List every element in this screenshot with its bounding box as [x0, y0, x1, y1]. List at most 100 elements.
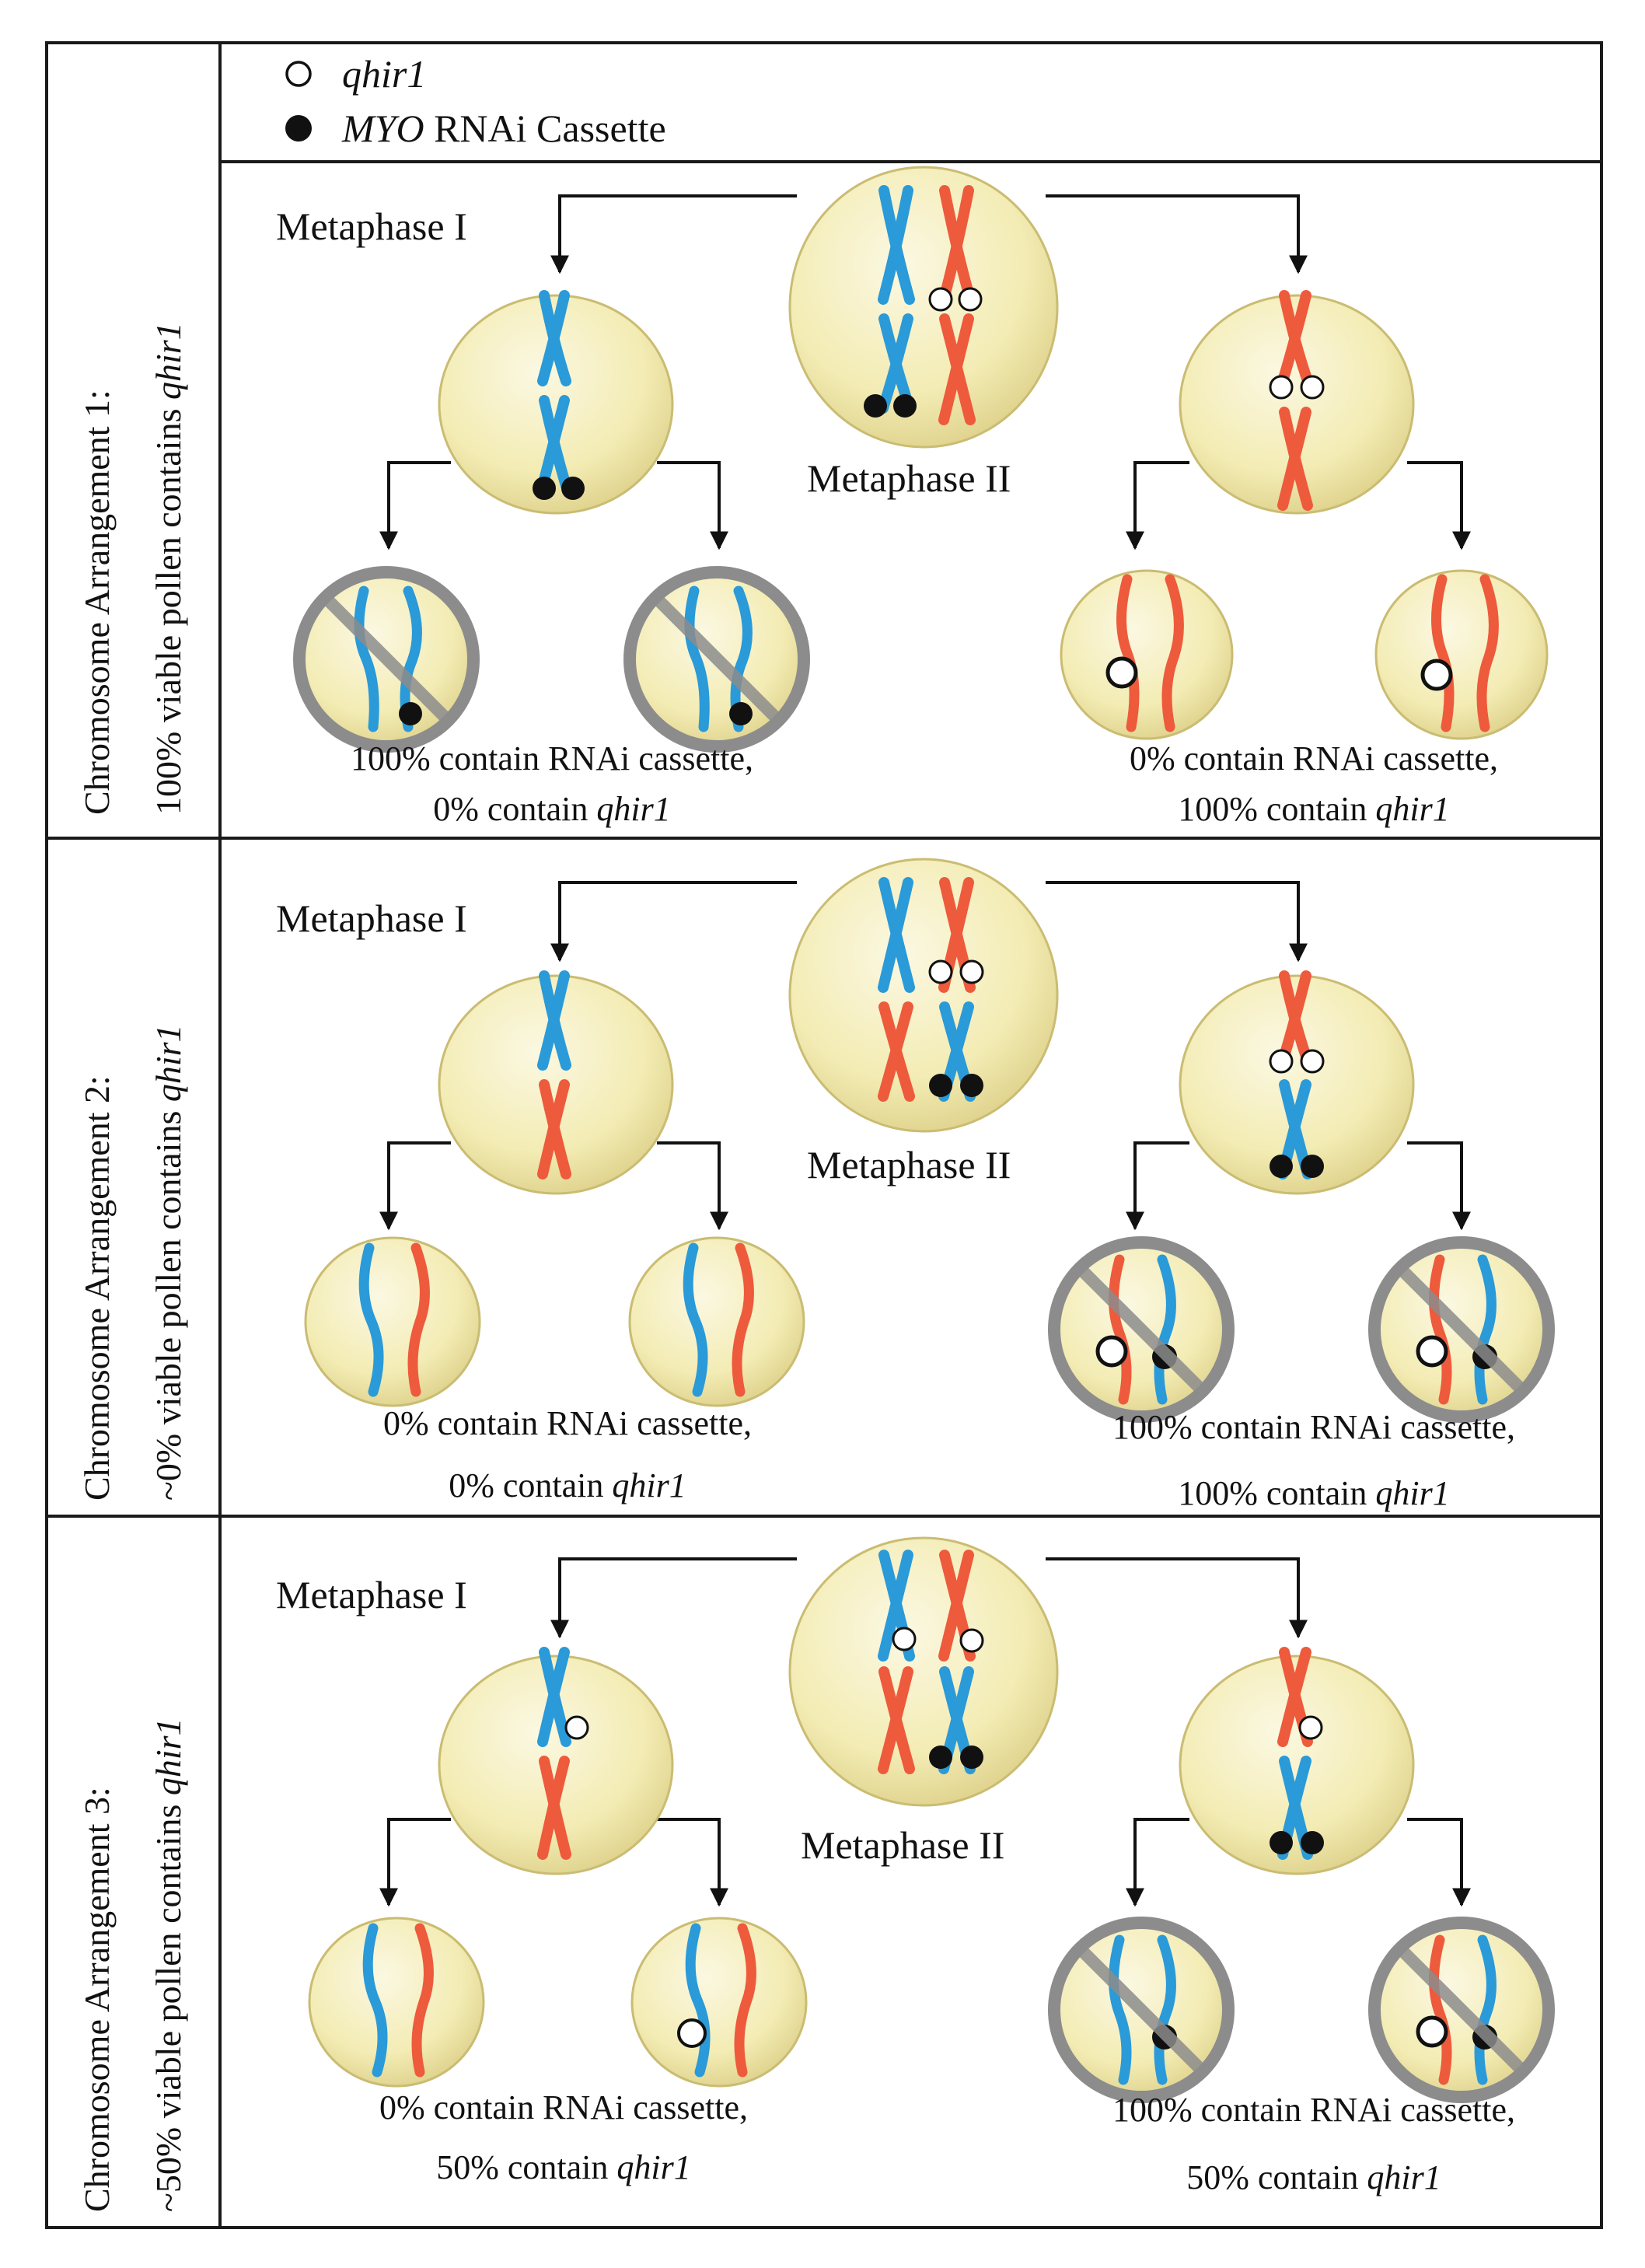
panel-1-right-result-line2: 100% contain qhir1 — [1178, 790, 1450, 828]
panel-3-pollen-1-viable — [308, 1917, 485, 2088]
blue-chromosome — [358, 1242, 384, 1397]
panel-1-pollen-1-inviable — [293, 566, 480, 753]
panel-2-right-result-line2-italic: qhir1 — [1375, 1474, 1449, 1512]
panel-1-left-result-line1: 100% contain RNAi cassette, — [351, 739, 753, 778]
panel-1-arrows — [379, 194, 1471, 550]
inviable-slash — [1396, 1945, 1526, 2074]
panel-1-side-sublabel-text: 100% viable pollen contains — [148, 400, 188, 815]
blue-chromosome — [683, 1242, 708, 1397]
rnai-marker — [561, 477, 585, 500]
legend-filled-circle-icon — [285, 115, 312, 142]
red-chromosome — [1109, 1254, 1132, 1405]
qhir1-marker — [1416, 2015, 1448, 2048]
blue-chromosome — [878, 185, 915, 305]
inviable-slash — [1396, 1264, 1526, 1394]
panel-2-side-sublabel: ~0% viable pollen contains qhir1 — [148, 1024, 188, 1501]
red-chromosome — [537, 1079, 571, 1179]
panel-2-parent-cell — [788, 858, 1059, 1133]
blue-chromosome — [1154, 1934, 1176, 2085]
panel-3-parent-cell — [788, 1536, 1059, 1807]
red-chromosome — [407, 1242, 430, 1397]
panel-1-right-result-line1: 0% contain RNAi cassette, — [1130, 739, 1498, 778]
panel-3-right-result-line2-italic: qhir1 — [1367, 2158, 1441, 2196]
panel-1-parent-cell — [788, 166, 1059, 449]
rnai-marker — [960, 1074, 983, 1097]
red-chromosome — [1431, 574, 1455, 732]
legend-rnai-text: RNAi Cassette — [424, 107, 666, 150]
panel-1-right-cell — [1179, 290, 1415, 515]
red-chromosome — [878, 1666, 915, 1774]
rnai-marker — [929, 1074, 952, 1097]
panel-3-right-cell — [1179, 1647, 1415, 1875]
panel-3-pollen-2-viable — [630, 1917, 808, 2088]
panel-3-side-sublabel-italic: qhir1 — [148, 1718, 188, 1795]
red-chromosome — [1277, 407, 1313, 511]
panel-3-left-result-line2-text: 50% contain — [436, 2148, 616, 2186]
panel-2-left-result-line1: 0% contain RNAi cassette, — [383, 1404, 752, 1442]
red-chromosome — [1116, 574, 1140, 732]
blue-chromosome — [537, 290, 571, 386]
panel-3-side-sublabel-text: ~50% viable pollen contains — [148, 1795, 188, 2212]
blue-chromosome — [1154, 1254, 1176, 1405]
panel-2-left-result-line2-italic: qhir1 — [612, 1466, 686, 1504]
panel-1-side-sublabel-italic: qhir1 — [148, 322, 188, 400]
qhir1-marker — [677, 2018, 707, 2048]
panel-1-right-result-line2-text: 100% contain — [1178, 790, 1375, 828]
panel-2-pollen-3-inviable — [1048, 1236, 1235, 1423]
qhir1-marker — [928, 959, 953, 984]
panel-2-arrows — [379, 881, 1471, 1231]
rnai-marker — [1301, 1831, 1324, 1854]
inviable-slash — [652, 594, 782, 724]
panel-1-left-result-line2: 0% contain qhir1 — [433, 790, 671, 828]
panel-1-pollen-3-viable — [1060, 569, 1234, 740]
red-chromosome — [1277, 290, 1313, 386]
panel-2-metaphase-1-label: Metaphase I — [276, 896, 467, 940]
frame — [45, 41, 1603, 2229]
qhir1-marker — [1300, 375, 1325, 400]
red-chromosome — [878, 1001, 915, 1102]
blue-chromosome — [354, 585, 379, 732]
red-chromosome — [1429, 1254, 1452, 1405]
rnai-marker — [960, 1746, 983, 1769]
panel-2-pollen-1-viable — [304, 1236, 481, 1407]
qhir1-marker — [1105, 656, 1138, 689]
panel-1-side-label: Chromosome Arrangement 1: — [77, 390, 117, 815]
panel-3-arrows — [379, 1557, 1471, 1907]
panel-1-metaphase-1-label: Metaphase I — [276, 204, 467, 248]
blue-chromosome — [362, 1923, 388, 2078]
qhir1-marker — [564, 1715, 589, 1740]
qhir1-marker — [1420, 659, 1453, 691]
panel-2-side-sublabel-text: ~0% viable pollen contains — [148, 1102, 188, 1501]
qhir1-marker — [1269, 375, 1294, 400]
rnai-marker — [729, 702, 753, 725]
blue-chromosome — [1474, 1254, 1497, 1405]
panel-2-right-result-line1: 100% contain RNAi cassette, — [1112, 1408, 1515, 1446]
qhir1-marker — [1269, 1049, 1294, 1074]
red-chromosome — [411, 1923, 434, 2078]
panel-2-side-sublabel-italic: qhir1 — [148, 1024, 188, 1102]
panel-3-right-result-line1: 100% contain RNAi cassette, — [1112, 2091, 1515, 2129]
panel-2-metaphase-2-label: Metaphase II — [807, 1143, 1011, 1186]
blue-chromosome — [1474, 1934, 1497, 2085]
blue-chromosome — [685, 1923, 711, 2078]
panel-1-metaphase-2-label: Metaphase II — [807, 456, 1011, 500]
panel-3-left-result-line2: 50% contain qhir1 — [436, 2148, 691, 2186]
legend: qhir1 MYO RNAi Cassette — [285, 52, 666, 150]
inviable-slash — [1076, 1945, 1206, 2074]
legend-myo-italic: MYO — [341, 107, 424, 150]
panel-2-right-result-line2-text: 100% contain — [1178, 1474, 1375, 1512]
panel-2-pollen-4-inviable — [1368, 1236, 1555, 1423]
rnai-marker — [864, 394, 887, 418]
panel-3-left-result-line2-italic: qhir1 — [616, 2148, 690, 2186]
rnai-marker — [893, 394, 917, 418]
panel-1-left-cell — [438, 290, 674, 515]
inviable-slash — [1076, 1264, 1206, 1394]
red-chromosome — [537, 1756, 571, 1860]
panel-2-side-label: Chromosome Arrangement 2: — [77, 1075, 117, 1501]
rnai-marker — [399, 702, 422, 725]
blue-chromosome — [684, 585, 710, 732]
red-chromosome — [732, 1242, 754, 1397]
blue-chromosome — [878, 877, 915, 993]
panel-3-pollen-4-inviable — [1368, 1917, 1555, 2103]
